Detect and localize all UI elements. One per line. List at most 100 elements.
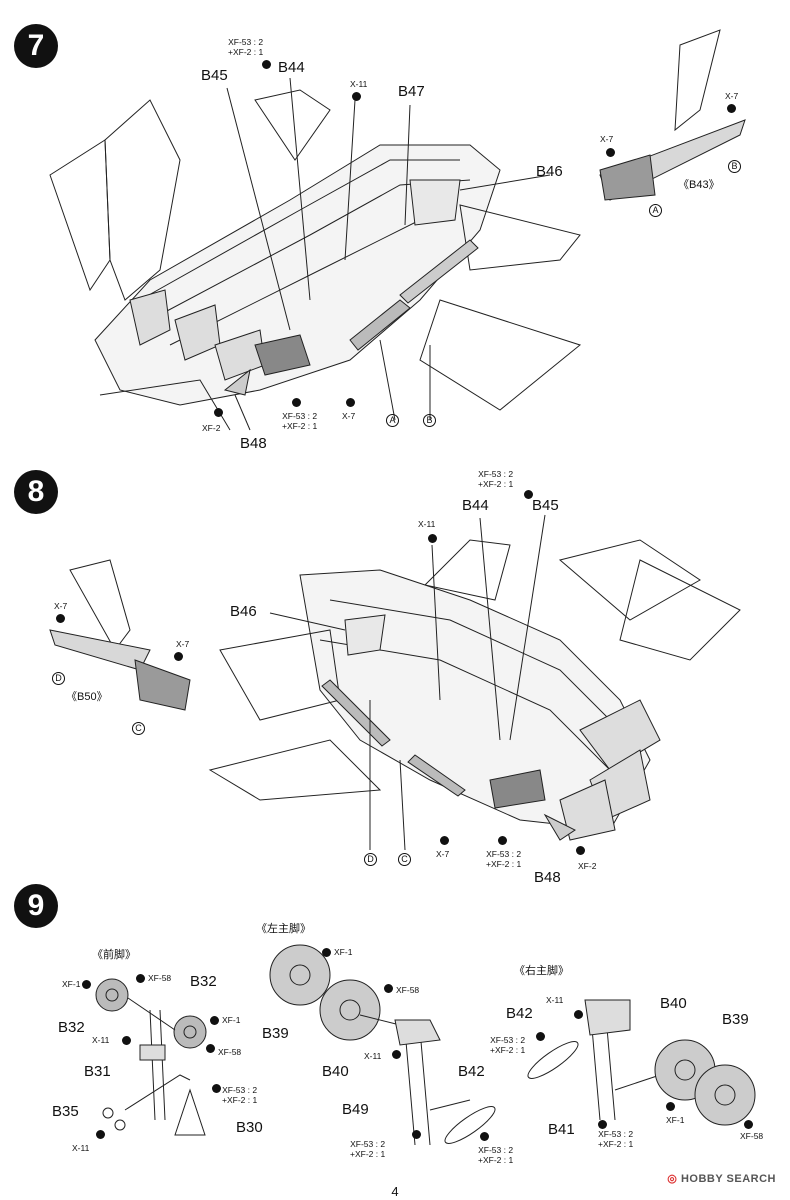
paint-mix-label: XF-53 : 2 +XF-2 : 1 (598, 1129, 634, 1149)
paint-x7-label: X-7 (725, 91, 739, 101)
paint-dot-icon (536, 1032, 545, 1041)
paint-x11-label: X-11 (546, 995, 564, 1005)
part-label-b30: B30 (236, 1119, 263, 1136)
paint-x11-label: X-11 (364, 1051, 382, 1061)
paint-x7-label: X-7 (54, 601, 68, 611)
watermark-icon: ◎ (667, 1173, 678, 1185)
paint-xf1-label: XF-1 (666, 1115, 685, 1125)
paint-dot-icon (210, 1016, 219, 1025)
circle-marker-a: A (649, 204, 662, 217)
paint-dot-icon (352, 92, 361, 101)
part-label-b40: B40 (322, 1063, 349, 1080)
part-label-b42: B42 (506, 1005, 533, 1022)
step-number: 7 (14, 24, 58, 68)
paint-dot-icon (574, 1010, 583, 1019)
paint-dot-icon (598, 1120, 607, 1129)
part-label-b44: B44 (278, 59, 305, 76)
paint-xf1-label: XF-1 (222, 1015, 241, 1025)
paint-xf58-label: XF-58 (218, 1047, 242, 1057)
part-label-b40: B40 (660, 995, 687, 1012)
paint-dot-icon (524, 490, 533, 499)
part-label-b44: B44 (462, 497, 489, 514)
circle-marker-a: A (386, 414, 399, 427)
paint-xf58-label: XF-58 (396, 985, 420, 995)
part-label-b42: B42 (458, 1063, 485, 1080)
circle-marker-c: C (398, 853, 411, 866)
paint-x11-label: X-11 (418, 519, 436, 529)
circle-marker-b: B (423, 414, 436, 427)
paint-dot-icon (174, 652, 183, 661)
paint-mix-label: XF-53 : 2 +XF-2 : 1 (222, 1085, 258, 1105)
circle-marker-b: B (728, 160, 741, 173)
paint-dot-icon (56, 614, 65, 623)
subassembly-title-left-main-gear: 《左主脚》 (256, 923, 311, 935)
paint-dot-icon (744, 1120, 753, 1129)
subassembly-title-nose-gear: 《前脚》 (92, 949, 136, 961)
paint-dot-icon (82, 980, 91, 989)
paint-xf58-label: XF-58 (148, 973, 172, 983)
paint-x7-label: X-7 (176, 639, 190, 649)
part-label-b32: B32 (58, 1019, 85, 1036)
step-number: 9 (14, 884, 58, 928)
paint-mix-label: XF-53 : 2 +XF-2 : 1 (228, 37, 264, 57)
paint-xf2-label: XF-2 (202, 423, 221, 433)
circle-marker-d: D (364, 853, 377, 866)
part-label-b45: B45 (532, 497, 559, 514)
paint-dot-icon (606, 148, 615, 157)
paint-dot-icon (384, 984, 393, 993)
paint-dot-icon (206, 1044, 215, 1053)
paint-dot-icon (412, 1130, 421, 1139)
watermark-brand: HOBBY (680, 1173, 723, 1185)
paint-dot-icon (122, 1036, 131, 1045)
part-label-b45: B45 (201, 67, 228, 84)
paint-mix-label: XF-53 : 2 +XF-2 : 1 (478, 469, 514, 489)
paint-dot-icon (212, 1084, 221, 1093)
paint-dot-icon (498, 836, 507, 845)
paint-dot-icon (322, 948, 331, 957)
paint-x7-label: X-7 (436, 849, 450, 859)
part-label-b49: B49 (342, 1101, 369, 1118)
page-number: 4 (391, 1184, 399, 1199)
paint-x11-label: X-11 (350, 79, 368, 89)
watermark-brand-rest: SEARCH (722, 1173, 776, 1185)
paint-dot-icon (346, 398, 355, 407)
paint-dot-icon (428, 534, 437, 543)
step-number: 8 (14, 470, 58, 514)
paint-xf1-label: XF-1 (62, 979, 81, 989)
paint-dot-icon (576, 846, 585, 855)
part-label-b48: B48 (240, 435, 267, 452)
paint-dot-icon (292, 398, 301, 407)
circle-marker-c: C (132, 722, 145, 735)
part-label-b31: B31 (84, 1063, 111, 1080)
paint-mix-label: XF-53 : 2 +XF-2 : 1 (478, 1145, 514, 1165)
paint-dot-icon (214, 408, 223, 417)
paint-xf1-label: XF-1 (334, 947, 353, 957)
paint-x7-label: X-7 (342, 411, 356, 421)
paint-dot-icon (727, 104, 736, 113)
part-label-b32: B32 (190, 973, 217, 990)
paint-dot-icon (392, 1050, 401, 1059)
paint-mix-label: XF-53 : 2 +XF-2 : 1 (282, 411, 318, 431)
paint-xf58-label: XF-58 (740, 1131, 764, 1141)
part-label-b41: B41 (548, 1121, 575, 1138)
paint-dot-icon (480, 1132, 489, 1141)
subassembly-title-right-main-gear: 《右主脚》 (514, 965, 569, 977)
circle-marker-d: D (52, 672, 65, 685)
part-label-b39: B39 (722, 1011, 749, 1028)
paint-dot-icon (666, 1102, 675, 1111)
part-label-b46: B46 (536, 163, 563, 180)
paint-mix-label: XF-53 : 2 +XF-2 : 1 (490, 1035, 526, 1055)
paint-dot-icon (96, 1130, 105, 1139)
detail-title-b50: 《B50》 (66, 691, 108, 703)
paint-dot-icon (136, 974, 145, 983)
part-label-b47: B47 (398, 83, 425, 100)
paint-dot-icon (440, 836, 449, 845)
paint-mix-label: XF-53 : 2 +XF-2 : 1 (486, 849, 522, 869)
paint-x11-label: X-11 (92, 1035, 110, 1045)
part-label-b35: B35 (52, 1103, 79, 1120)
watermark-logo: ◎ HOBBY SEARCH (667, 1172, 776, 1185)
detail-title-b43: 《B43》 (678, 179, 720, 191)
part-label-b46: B46 (230, 603, 257, 620)
paint-x7-label: X-7 (600, 134, 614, 144)
